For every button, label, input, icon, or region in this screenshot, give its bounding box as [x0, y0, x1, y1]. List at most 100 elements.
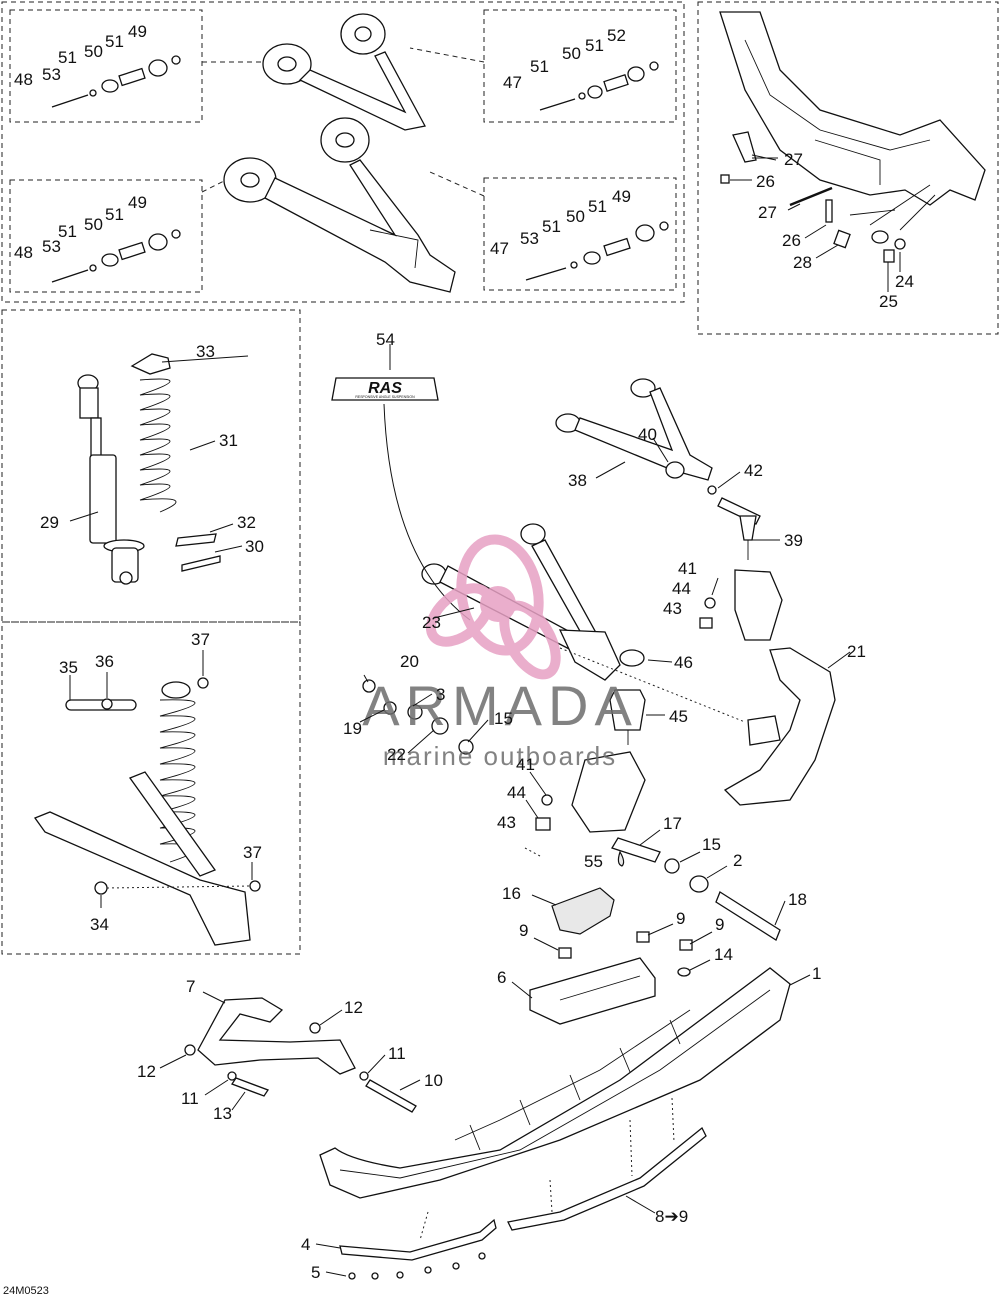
callout-label: 50: [84, 42, 103, 61]
callout-label: 21: [847, 642, 866, 661]
callout-label: 35: [59, 658, 78, 677]
callout-label: 30: [245, 537, 264, 556]
ras-emblem: RAS RESPONSIVE ANGLE SUSPENSION: [331, 377, 471, 621]
section-frames: [1, 1, 999, 955]
callout-label: 25: [879, 292, 898, 311]
coil-spring: [130, 353, 221, 572]
callout-label: 9: [715, 915, 724, 934]
callout-label: 14: [714, 945, 733, 964]
ras-logo-subtitle: RESPONSIVE ANGLE SUSPENSION: [355, 395, 415, 399]
callout-label: 26: [782, 231, 801, 250]
callout-label: 51: [585, 36, 604, 55]
callout-label: 23: [422, 613, 441, 632]
callout-label: 50: [562, 44, 581, 63]
callout-label: 53: [42, 237, 61, 256]
propeller-logo-icon: [425, 534, 561, 680]
callout-label: 53: [520, 229, 539, 248]
callout-label: 54: [376, 330, 395, 349]
callout-label: 43: [663, 599, 682, 618]
bushing-box-2: [483, 9, 677, 123]
frame-detail-section-frame: [697, 1, 999, 335]
callout-label: 51: [58, 48, 77, 67]
callout-label: 17: [663, 814, 682, 833]
callout-label: 51: [588, 197, 607, 216]
drawing-id: 24M0523: [3, 1285, 49, 1297]
callout-label: 44: [507, 783, 526, 802]
callout-label: 37: [243, 843, 262, 862]
callout-label: 12: [344, 998, 363, 1017]
callout-label: 42: [744, 461, 763, 480]
nut-9-left: [558, 947, 572, 959]
callout-label: 10: [424, 1071, 443, 1090]
callout-label: 38: [568, 471, 587, 490]
nut-9-right: [679, 939, 693, 951]
callout-label: 5: [311, 1263, 320, 1282]
callout-labels: 1 2 3 4 5 6 7 8➔9 9 9 9 10 11 11 12 12 1…: [14, 22, 914, 1282]
callout-label: 11: [181, 1089, 199, 1108]
top-left-section-frame: [1, 1, 685, 303]
bushing-box-1: [9, 9, 203, 123]
callout-label: 39: [784, 531, 803, 550]
callout-label: 40: [638, 425, 657, 444]
bushing-box-3: [9, 179, 203, 293]
frame-detail: [719, 11, 986, 263]
callout-label: 49: [128, 193, 147, 212]
callout-label: 53: [42, 65, 61, 84]
alt-shock-section-frame: [1, 621, 301, 955]
callout-label: 50: [566, 207, 585, 226]
callout-label: 9: [519, 921, 528, 940]
callout-label: 34: [90, 915, 109, 934]
main-suspension: [362, 378, 836, 941]
callout-label: 55: [584, 852, 603, 871]
bushing-box-4: [483, 177, 677, 291]
callout-label: 15: [494, 709, 513, 728]
callout-label: 44: [672, 579, 691, 598]
callout-label: 26: [756, 172, 775, 191]
shock-absorber: [77, 374, 145, 585]
callout-label: 33: [196, 342, 215, 361]
armada-watermark: ARMADA marine outboards: [362, 534, 638, 771]
callout-label: 24: [895, 272, 914, 291]
callout-label: 46: [674, 653, 693, 672]
callout-label: 11: [388, 1044, 406, 1063]
callout-label: 52: [607, 26, 626, 45]
callout-label: 36: [95, 652, 114, 671]
callout-label: 20: [400, 652, 419, 671]
callout-label: 22: [387, 745, 406, 764]
callout-label: 32: [237, 513, 256, 532]
watermark-brand: ARMADA: [362, 674, 638, 737]
callout-label: 51: [105, 205, 124, 224]
callout-label: 48: [14, 243, 33, 262]
callout-label: 50: [84, 215, 103, 234]
callout-label: 4: [301, 1235, 310, 1254]
a-arm-overview: [201, 13, 485, 293]
callout-label: 45: [669, 707, 688, 726]
callout-label: 47: [490, 239, 509, 258]
callout-label: 3: [436, 685, 445, 704]
callout-label: 2: [733, 851, 742, 870]
ski-assembly: [184, 887, 791, 1280]
callout-label: 29: [40, 513, 59, 532]
callout-label: 49: [128, 22, 147, 41]
callout-label: 49: [612, 187, 631, 206]
callout-label: 6: [497, 968, 506, 987]
callout-label: 41: [678, 559, 697, 578]
callout-label: 43: [497, 813, 516, 832]
callout-label: 47: [503, 73, 522, 92]
ras-logo-text: RAS: [368, 380, 402, 397]
callout-label: 41: [516, 755, 535, 774]
bushing-stack-1: [51, 55, 181, 108]
callout-label: 48: [14, 70, 33, 89]
callout-label: 7: [186, 977, 195, 996]
leader-lines: [69, 154, 901, 1277]
callout-label: 51: [542, 217, 561, 236]
nut-9-mid: [636, 931, 650, 943]
bushing-stack-2: [539, 61, 659, 111]
callout-label: 8➔9: [655, 1207, 688, 1226]
callout-label: 31: [219, 431, 238, 450]
callout-label: 9: [676, 909, 685, 928]
bushing-stack-3: [51, 229, 181, 283]
callout-label: 1: [812, 964, 821, 983]
callout-label: 28: [793, 253, 812, 272]
